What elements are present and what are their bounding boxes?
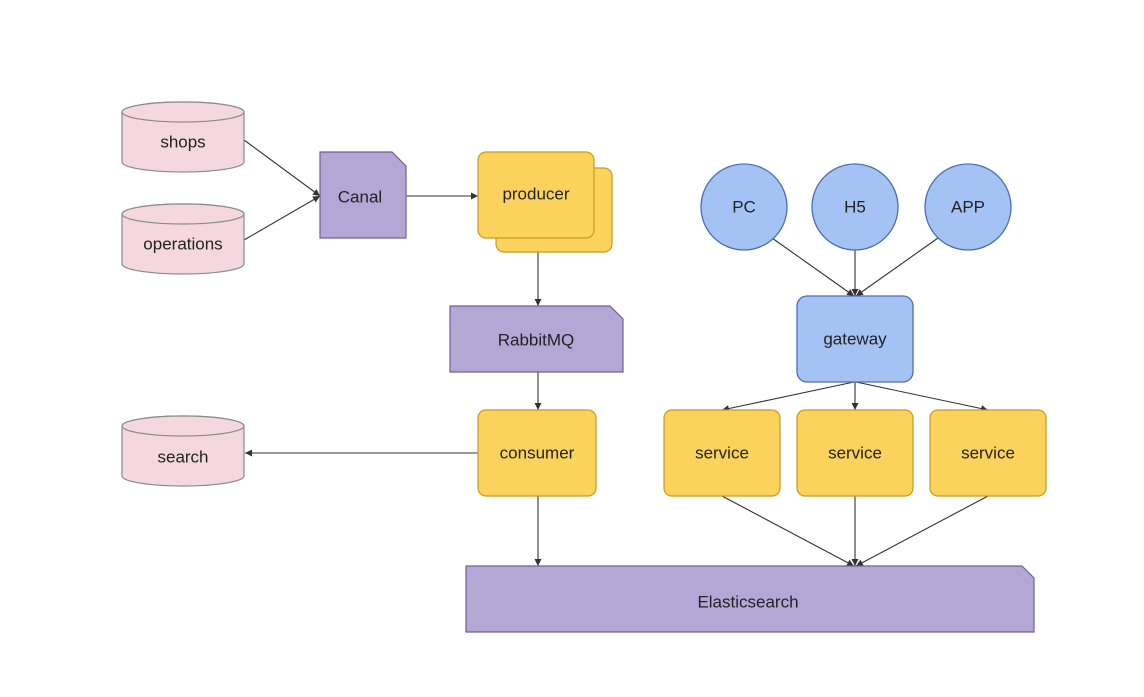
client-label: APP [951, 198, 985, 217]
elasticsearch-shape [465, 565, 1035, 633]
client-pc: PC [700, 163, 788, 251]
producer-card [477, 151, 595, 239]
rabbitmq-shape [449, 305, 624, 373]
client-circle [924, 163, 1012, 251]
cylinder-top [121, 415, 245, 437]
service-label: service [695, 444, 749, 463]
consumer-label: consumer [500, 444, 575, 463]
edge-shops-canal [243, 139, 321, 197]
database-shops: shops [121, 101, 245, 173]
service-label: service [961, 444, 1015, 463]
database-search: search [121, 415, 245, 487]
edge-service-1-elasticsearch [721, 495, 855, 567]
edges [243, 139, 989, 567]
database-label: search [157, 448, 208, 467]
producer-node: producer [477, 151, 613, 253]
gateway-label: gateway [823, 330, 887, 349]
producer-label: producer [502, 185, 569, 204]
service-node-1: service [663, 409, 781, 497]
rabbitmq-label: RabbitMQ [498, 331, 575, 350]
client-label: PC [732, 198, 756, 217]
canal-label: Canal [338, 188, 382, 207]
gateway-card [796, 295, 914, 383]
edge-gateway-service-3 [855, 381, 989, 412]
gateway-node: gateway [796, 295, 914, 383]
client-circle [700, 163, 788, 251]
edge-operations-canal [243, 195, 321, 241]
client-h5: H5 [811, 163, 899, 251]
cylinder-top [121, 203, 245, 225]
consumer-card [477, 409, 597, 497]
client-app: APP [924, 163, 1012, 251]
service-node-2: service [796, 409, 914, 497]
elasticsearch-node: Elasticsearch [465, 565, 1035, 633]
edge-gateway-service-1 [721, 381, 855, 412]
service-label: service [828, 444, 882, 463]
canal-shape [319, 151, 407, 239]
service-card [796, 409, 914, 497]
database-operations: operations [121, 203, 245, 275]
elasticsearch-label: Elasticsearch [697, 593, 798, 612]
edge-pc-gateway [771, 237, 855, 297]
client-circle [811, 163, 899, 251]
cylinder-top [121, 101, 245, 123]
service-card [663, 409, 781, 497]
consumer-node: consumer [477, 409, 597, 497]
database-label: operations [143, 235, 222, 254]
client-label: H5 [844, 198, 866, 217]
rabbitmq-node: RabbitMQ [449, 305, 624, 373]
edge-service-3-elasticsearch [855, 495, 989, 567]
canal-node: Canal [319, 151, 407, 239]
service-card [929, 409, 1047, 497]
service-node-3: service [929, 409, 1047, 497]
database-label: shops [160, 133, 205, 152]
edge-app-gateway [855, 237, 939, 297]
